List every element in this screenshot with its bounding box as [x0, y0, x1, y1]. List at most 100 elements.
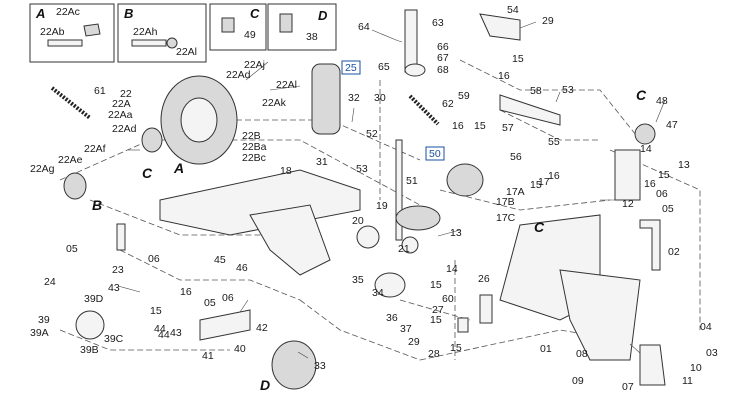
link-plate-part — [199, 309, 251, 341]
inset-box-b: B 22Ah 22Al — [117, 3, 207, 63]
fitting-part — [279, 13, 293, 33]
part-label: 23 — [112, 264, 124, 276]
part-label: 18 — [280, 165, 292, 177]
part-label: 39D — [84, 293, 104, 305]
part-label: 39C — [104, 333, 124, 345]
bracket-plate-part — [614, 149, 641, 201]
part-label: 04 — [700, 321, 712, 333]
part-label: 41 — [202, 350, 214, 362]
part-label: 19 — [376, 200, 388, 212]
part-label: 28 — [428, 348, 440, 360]
part-label: 22Ae — [58, 154, 83, 166]
cylinder-part — [311, 63, 341, 135]
part-label: 05 — [66, 243, 78, 255]
part-label: 16 — [548, 170, 560, 182]
part-label: 22Aa — [108, 109, 133, 121]
part-label: 15 — [658, 169, 670, 181]
part-label: 22Ag — [30, 163, 55, 175]
part-label: 10 — [690, 362, 702, 374]
hub-part — [141, 127, 163, 153]
part-label: 17 — [538, 176, 550, 188]
washer-part — [404, 63, 426, 77]
part-label: 06 — [222, 292, 234, 304]
link-arm-part — [499, 94, 561, 126]
boxed-callouts: 25 50 — [341, 60, 445, 161]
inset-box-c: C 49 — [209, 3, 267, 51]
part-label: 63 — [432, 17, 444, 29]
bar-part — [639, 219, 661, 271]
part-label: 15 — [150, 305, 162, 317]
part-label: 16 — [180, 286, 192, 298]
small-sprocket-part — [75, 310, 105, 340]
part-label: 37 — [400, 323, 412, 335]
part-label: 16 — [452, 120, 464, 132]
part-label: 68 — [437, 64, 449, 76]
part-label: 44 — [154, 323, 166, 335]
part-label: 36 — [386, 312, 398, 324]
part-label: 58 — [530, 85, 542, 97]
part-label: 45 — [214, 254, 226, 266]
part-label: 05 — [662, 203, 674, 215]
part-label: 62 — [442, 98, 454, 110]
inset-box-a: A 22Ac 22Ab — [29, 3, 115, 63]
part-label: 43 — [108, 282, 120, 294]
part-label: 22B — [242, 130, 261, 142]
part-label: 56 — [510, 151, 522, 163]
hub-flange-part — [63, 172, 87, 200]
part-label: 15 — [474, 120, 486, 132]
post-part — [404, 9, 418, 73]
inset-a-label-1: 22Ac — [56, 6, 80, 18]
part-label: 35 — [352, 274, 364, 286]
part-label: 47 — [666, 119, 678, 131]
view-markers: A B C D C C — [92, 87, 647, 393]
part-label: 29 — [542, 15, 554, 27]
part-label: 22Ak — [262, 97, 287, 109]
part-label: 14 — [640, 143, 652, 155]
part-label: 33 — [314, 360, 326, 372]
mount-bracket-part — [559, 269, 641, 361]
part-label: 13 — [450, 227, 462, 239]
part-label: 42 — [256, 322, 268, 334]
part-label: 39A — [30, 327, 49, 339]
grease-fitting-part — [221, 17, 235, 33]
part-label: 32 — [348, 92, 360, 104]
part-label: 22Bc — [242, 152, 266, 164]
part-label: 67 — [437, 52, 449, 64]
part-label: 22Aj — [244, 59, 265, 71]
part-label: 06 — [656, 188, 668, 200]
part-label: 16 — [498, 70, 510, 82]
part-label: 15 — [530, 179, 542, 191]
bearing-part — [634, 123, 656, 145]
inset-a-letter: A — [35, 6, 45, 21]
inset-c-letter: C — [250, 6, 260, 21]
part-label: 11 — [682, 375, 693, 387]
part-label: 39B — [80, 344, 99, 356]
chains — [50, 86, 440, 126]
part-label: 66 — [437, 41, 449, 53]
inset-d-letter: D — [318, 8, 328, 23]
nut-part — [166, 37, 178, 49]
part-label: 34 — [372, 287, 384, 299]
callout-box-25 — [341, 60, 361, 75]
part-label: 15 — [430, 314, 442, 326]
part-label: 53 — [356, 163, 368, 175]
part-label: 15 — [450, 342, 462, 354]
part-label: 60 — [442, 293, 454, 305]
pin-part — [116, 223, 126, 251]
part-label: 17A — [506, 186, 525, 198]
small-bracket-part — [479, 294, 493, 324]
callout-box-50 — [425, 146, 445, 161]
part-label: 27 — [432, 304, 444, 316]
wheel-rim-part — [180, 97, 218, 143]
inset-c-label: 49 — [244, 29, 256, 41]
part-label: 08 — [576, 348, 588, 360]
inset-b-label-2: 22Al — [176, 46, 197, 58]
callout-50: 50 — [429, 148, 441, 160]
part-label: 30 — [374, 92, 386, 104]
part-label: 51 — [406, 175, 418, 187]
part-label: 07 — [622, 381, 634, 393]
part-label: 16 — [644, 178, 656, 190]
inset-a-label-2: 22Ab — [40, 26, 65, 38]
part-label: 02 — [668, 246, 680, 258]
